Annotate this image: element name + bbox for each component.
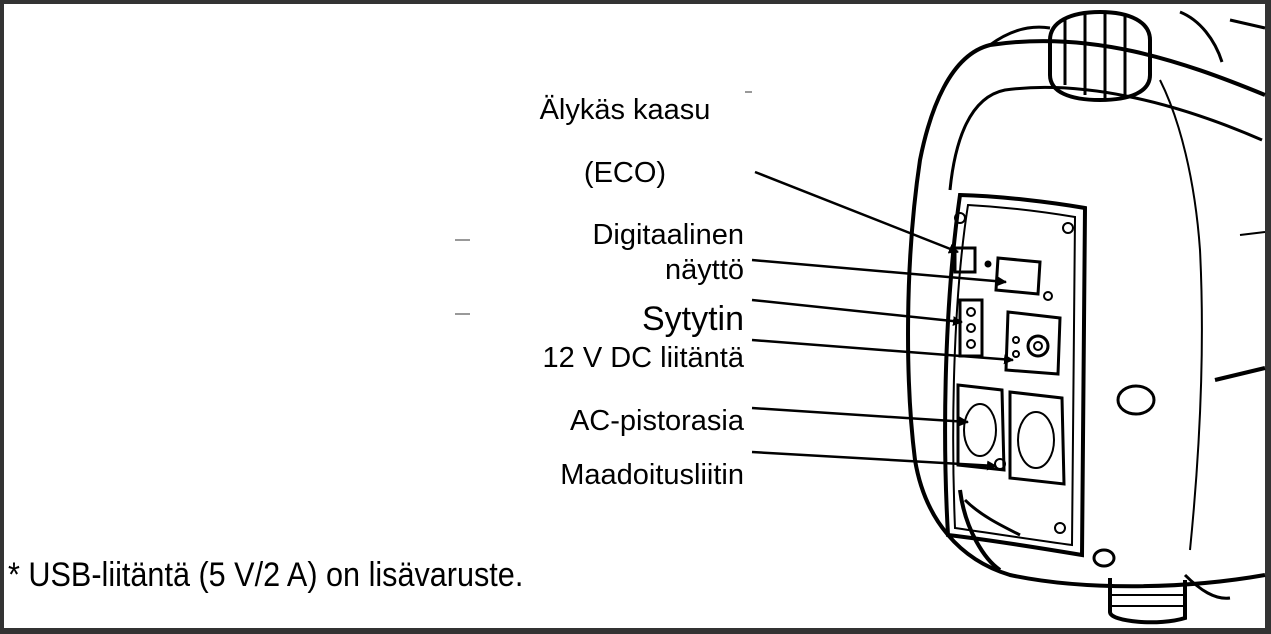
- label-dc-outlet: 12 V DC liitäntä: [542, 342, 745, 374]
- footnote: * USB-liitäntä (5 V/2 A) on lisävaruste.: [8, 556, 524, 594]
- arrow-dc: [751, 338, 1014, 365]
- fuel-cap: [1048, 9, 1266, 103]
- leader-lines: [751, 170, 1014, 471]
- arrow-eco: [754, 170, 959, 254]
- generator-feet: [958, 489, 1231, 625]
- arrow-ignition: [751, 298, 963, 327]
- label-display-line1: Digitaalinen: [592, 219, 744, 251]
- label-display-line2: näyttö: [665, 254, 744, 286]
- stray-marks: [455, 91, 752, 315]
- label-eco-line2: (ECO): [583, 157, 667, 189]
- arrow-ground: [751, 450, 997, 471]
- generator-details: [1116, 231, 1266, 416]
- arrow-display: [751, 258, 1007, 287]
- arrow-ac: [751, 406, 969, 427]
- label-ac-outlet: AC-pistorasia: [569, 405, 744, 437]
- label-ground-terminal: Maadoitusliitin: [560, 459, 744, 491]
- label-ignition: Sytytin: [641, 300, 744, 338]
- label-eco-line1: Älykäs kaasu: [539, 94, 711, 126]
